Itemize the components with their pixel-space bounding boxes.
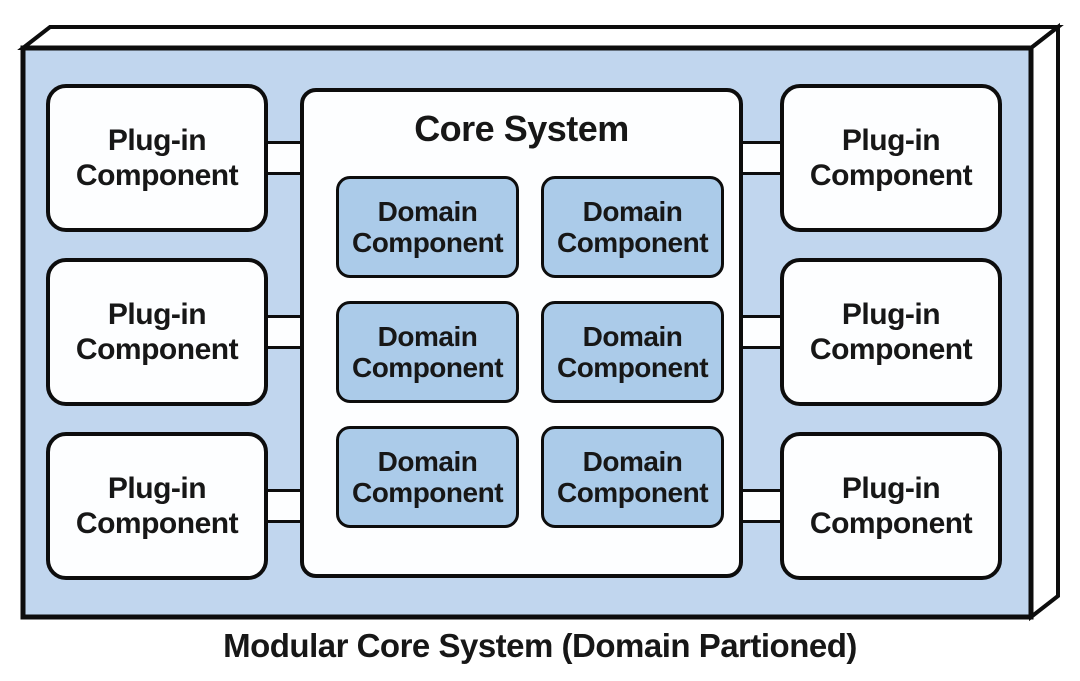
domain-component-label: Domain Component: [556, 195, 709, 258]
plugin-component-box-left-1: Plug-in Component: [46, 84, 268, 232]
domain-component-label: Domain Component: [556, 445, 709, 508]
plugin-component-label: Plug-in Component: [75, 297, 239, 366]
domain-component-label: Domain Component: [351, 195, 504, 258]
domain-component-label: Domain Component: [556, 320, 709, 383]
container-side-face: [1029, 22, 1060, 622]
connector-right-2: [737, 315, 786, 349]
plugin-component-label: Plug-in Component: [75, 123, 239, 192]
domain-component-label: Domain Component: [351, 445, 504, 508]
plugin-component-label: Plug-in Component: [75, 471, 239, 540]
core-system-box: Core System Domain Component Domain Comp…: [300, 88, 743, 578]
diagram-caption: Modular Core System (Domain Partioned): [223, 627, 857, 664]
domain-component-box-3: Domain Component: [336, 301, 519, 403]
connector-left-1: [262, 141, 306, 175]
core-system-title: Core System: [414, 108, 629, 149]
plugin-component-label: Plug-in Component: [809, 123, 973, 192]
domain-component-label: Domain Component: [351, 320, 504, 383]
plugin-component-label: Plug-in Component: [809, 297, 973, 366]
domain-component-box-4: Domain Component: [541, 301, 724, 403]
plugin-component-box-left-3: Plug-in Component: [46, 432, 268, 580]
plugin-component-box-right-3: Plug-in Component: [780, 432, 1002, 580]
plugin-component-box-right-1: Plug-in Component: [780, 84, 1002, 232]
connector-right-1: [737, 141, 786, 175]
domain-component-box-2: Domain Component: [541, 176, 724, 278]
connector-right-3: [737, 489, 786, 523]
domain-component-box-1: Domain Component: [336, 176, 519, 278]
domain-component-box-5: Domain Component: [336, 426, 519, 528]
connector-left-3: [262, 489, 306, 523]
connector-left-2: [262, 315, 306, 349]
plugin-component-box-right-2: Plug-in Component: [780, 258, 1002, 406]
domain-component-box-6: Domain Component: [541, 426, 724, 528]
plugin-component-label: Plug-in Component: [809, 471, 973, 540]
plugin-component-box-left-2: Plug-in Component: [46, 258, 268, 406]
container-top-face: [17, 25, 1064, 50]
